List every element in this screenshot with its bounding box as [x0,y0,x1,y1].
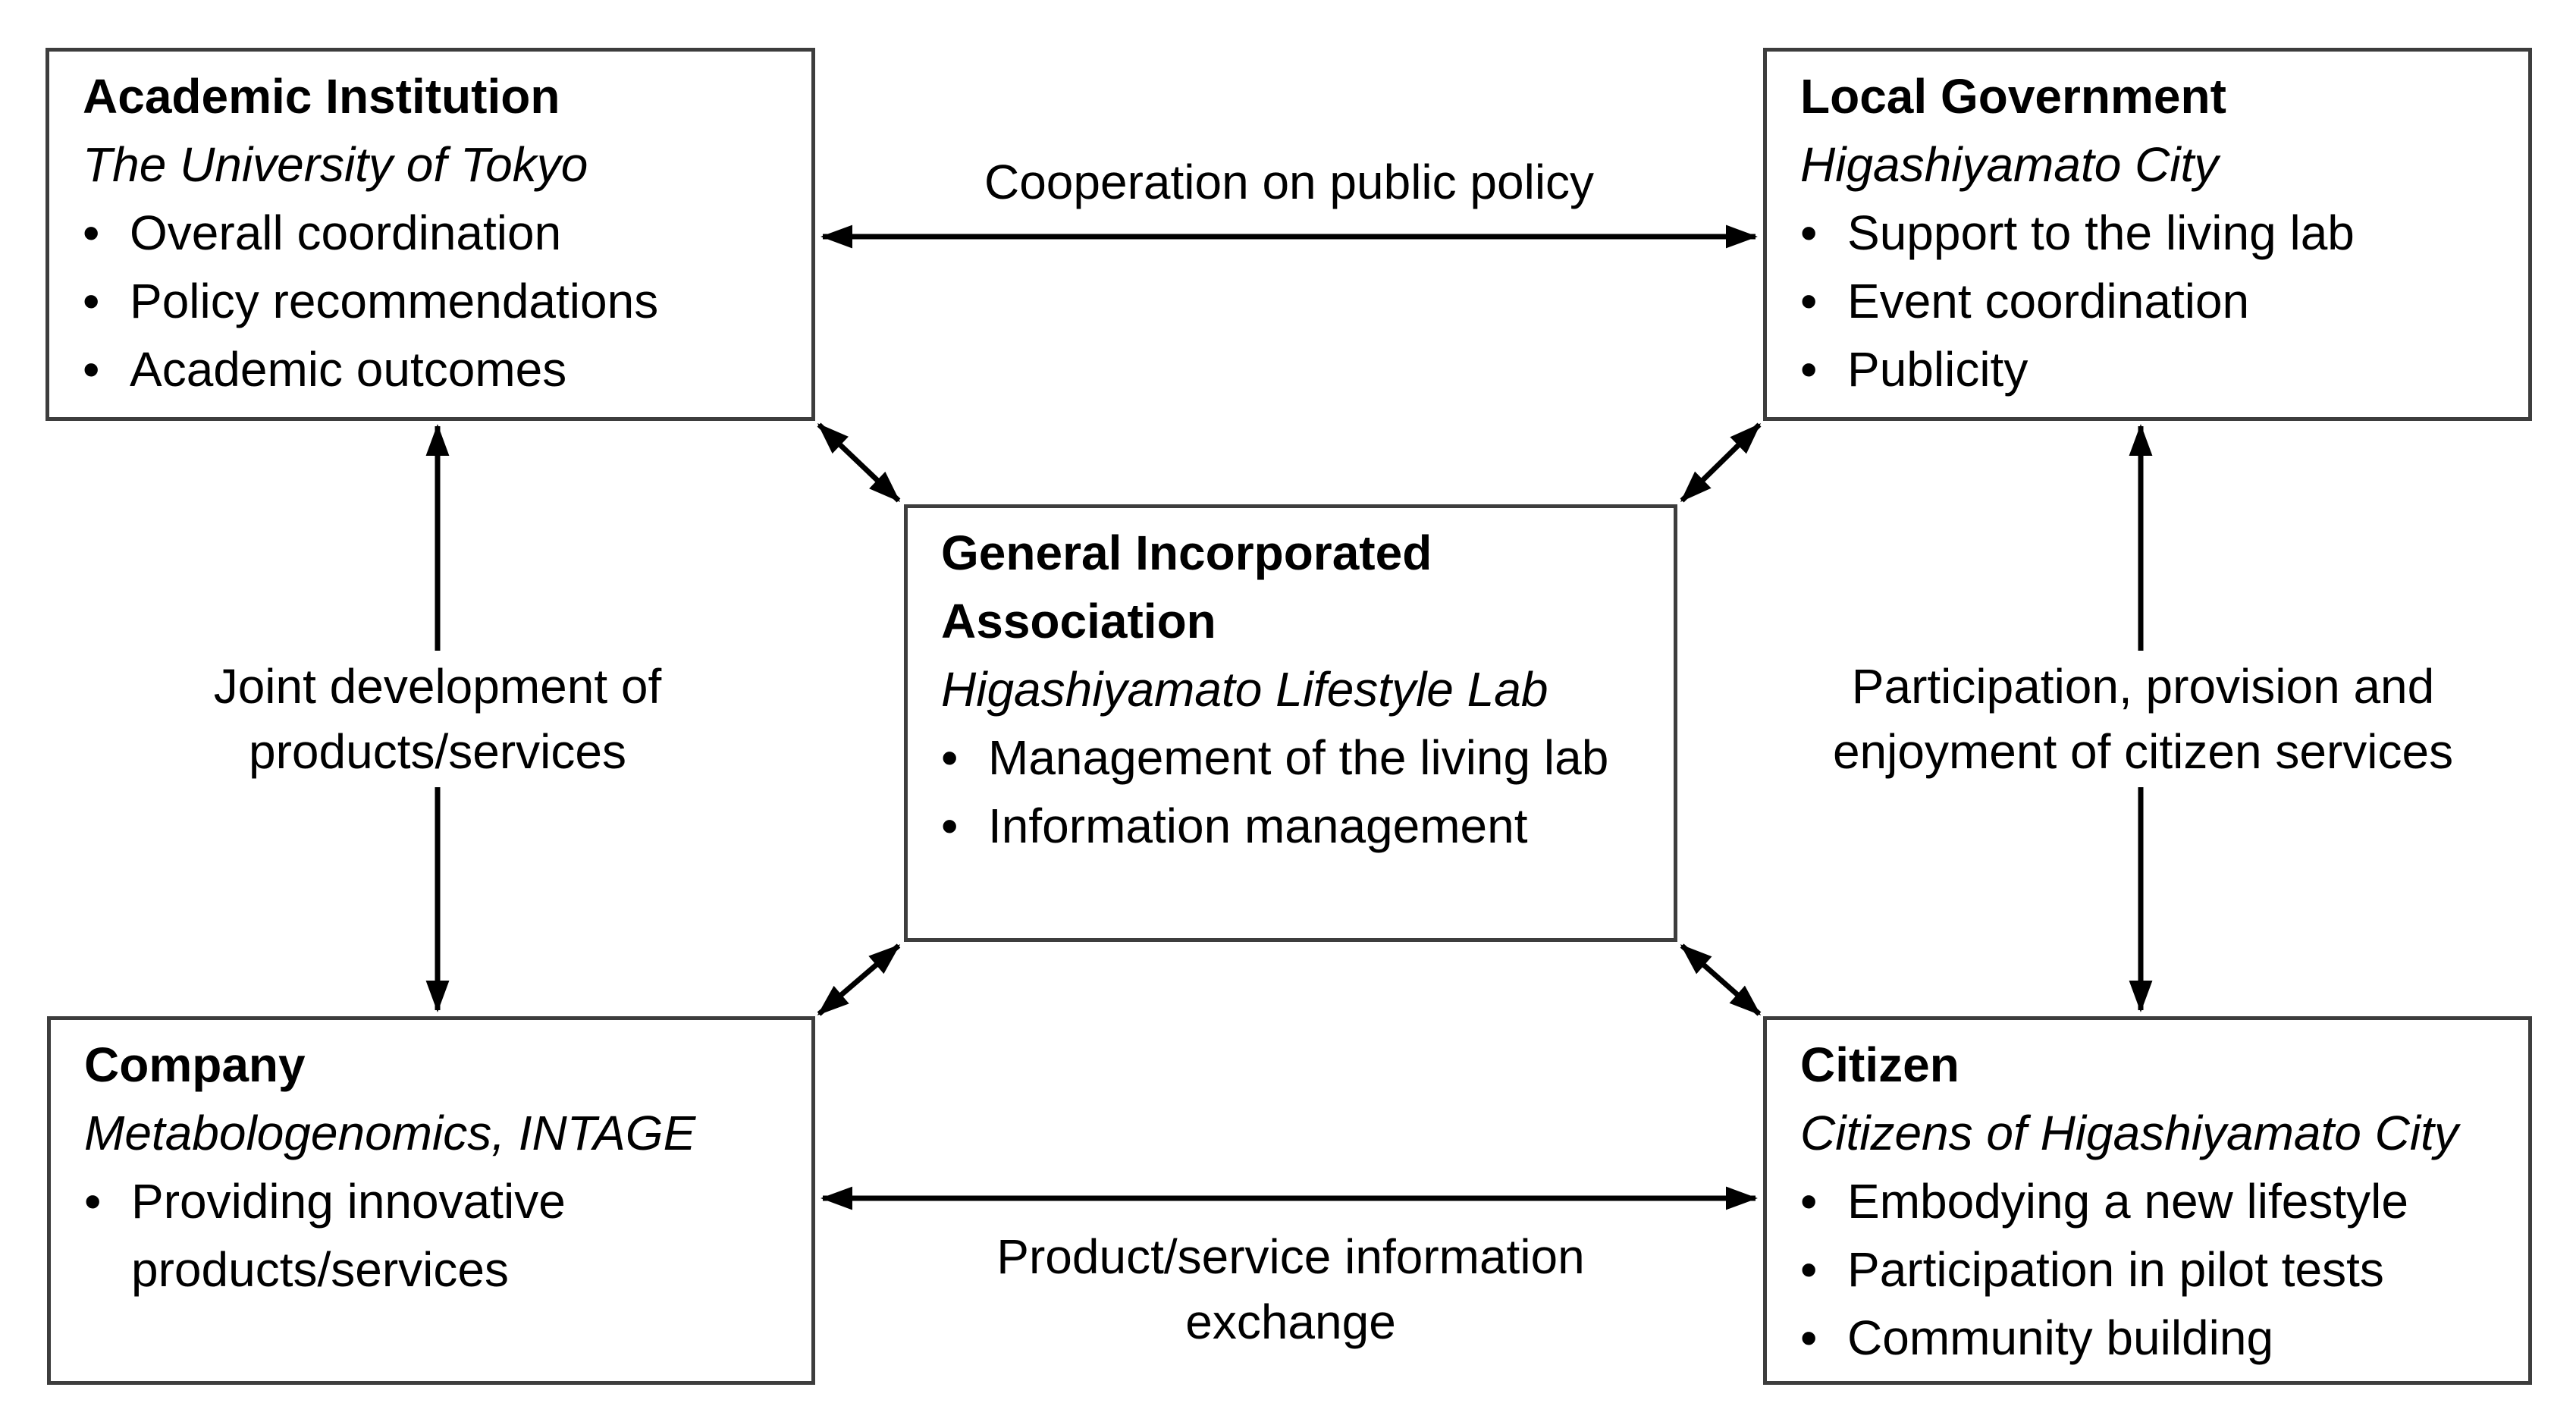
list-item: • Publicity [1800,335,2498,403]
bullet-list: • Embodying a new lifestyle • Participat… [1800,1167,2498,1372]
box-general-incorporated-association: General Incorporated Association Higashi… [904,504,1677,942]
bullet-marker: • [941,730,959,785]
box-academic-institution: Academic Institution The University of T… [45,48,815,421]
box-subtitle: Citizens of Higashiyamato City [1800,1106,2458,1160]
list-item: • Providing innovative products/services [84,1167,781,1304]
box-subtitle: Metabologenomics, INTAGE [84,1106,696,1160]
box-title: Local Government [1800,69,2226,124]
list-item: • Event coordination [1800,267,2498,335]
box-subtitle: Higashiyamato City [1800,137,2219,192]
bullet-marker: • [1800,206,1818,260]
box-local-government: Local Government Higashiyamato City • Su… [1763,48,2532,421]
bullet-text: Publicity [1847,342,2028,397]
bullet-text: Participation in pilot tests [1847,1242,2384,1297]
bullet-marker: • [1800,274,1818,328]
box-title: General Incorporated Association [941,526,1432,648]
bullet-marker: • [1800,1242,1818,1297]
bullet-text: Information management [988,799,1528,853]
box-subtitle: The University of Tokyo [83,137,588,192]
box-company: Company Metabologenomics, INTAGE • Provi… [47,1016,815,1385]
bullet-text: Overall coordination [130,206,562,260]
bullet-marker: • [941,799,959,853]
bullet-marker: • [1800,1174,1818,1229]
list-item: • Policy recommendations [83,267,781,335]
bullet-marker: • [83,274,100,328]
bullet-text: Embodying a new lifestyle [1847,1174,2408,1229]
bullet-marker: • [1800,342,1818,397]
edge-label-cooperation: Cooperation on public policy [976,146,1602,218]
bullet-marker: • [84,1174,102,1229]
bullet-text: Policy recommendations [130,274,659,328]
edge-label-joint-development: Joint development of products/services [165,651,711,787]
list-item: • Participation in pilot tests [1800,1235,2498,1304]
box-title: Company [84,1037,306,1092]
list-item: • Community building [1800,1304,2498,1372]
bullet-text: Community building [1847,1310,2274,1365]
bullet-text: Event coordination [1847,274,2250,328]
list-item: • Overall coordination [83,199,781,267]
bullet-text: Academic outcomes [130,342,567,397]
box-title: Citizen [1800,1037,1959,1092]
bullet-text: Support to the living lab [1847,206,2355,260]
bullet-list: • Management of the living lab • Informa… [941,723,1643,860]
edge-label-product-exchange: Product/service information exchange [900,1221,1681,1358]
arrow-company-association [817,943,901,1016]
box-citizen: Citizen Citizens of Higashiyamato City •… [1763,1016,2532,1385]
bullet-list: • Support to the living lab • Event coor… [1800,199,2498,403]
bullet-marker: • [83,206,100,260]
bullet-list: • Providing innovative products/services [84,1167,781,1304]
bullet-text: Management of the living lab [988,730,1609,785]
arrow-government-association [1680,422,1762,503]
list-item: • Support to the living lab [1800,199,2498,267]
list-item: • Academic outcomes [83,335,781,403]
bullet-marker: • [83,342,100,397]
list-item: • Embodying a new lifestyle [1800,1167,2498,1235]
bullet-list: • Overall coordination • Policy recommen… [83,199,781,403]
bullet-marker: • [1800,1310,1818,1365]
list-item: • Information management [941,792,1643,860]
box-subtitle: Higashiyamato Lifestyle Lab [941,662,1548,717]
arrow-citizen-association [1680,943,1762,1016]
box-title: Academic Institution [83,69,560,124]
bullet-text: Providing innovative products/services [131,1174,566,1297]
arrow-academic-association [817,422,901,503]
edge-label-citizen-services: Participation, provision and enjoyment o… [1752,651,2534,787]
list-item: • Management of the living lab [941,723,1643,792]
